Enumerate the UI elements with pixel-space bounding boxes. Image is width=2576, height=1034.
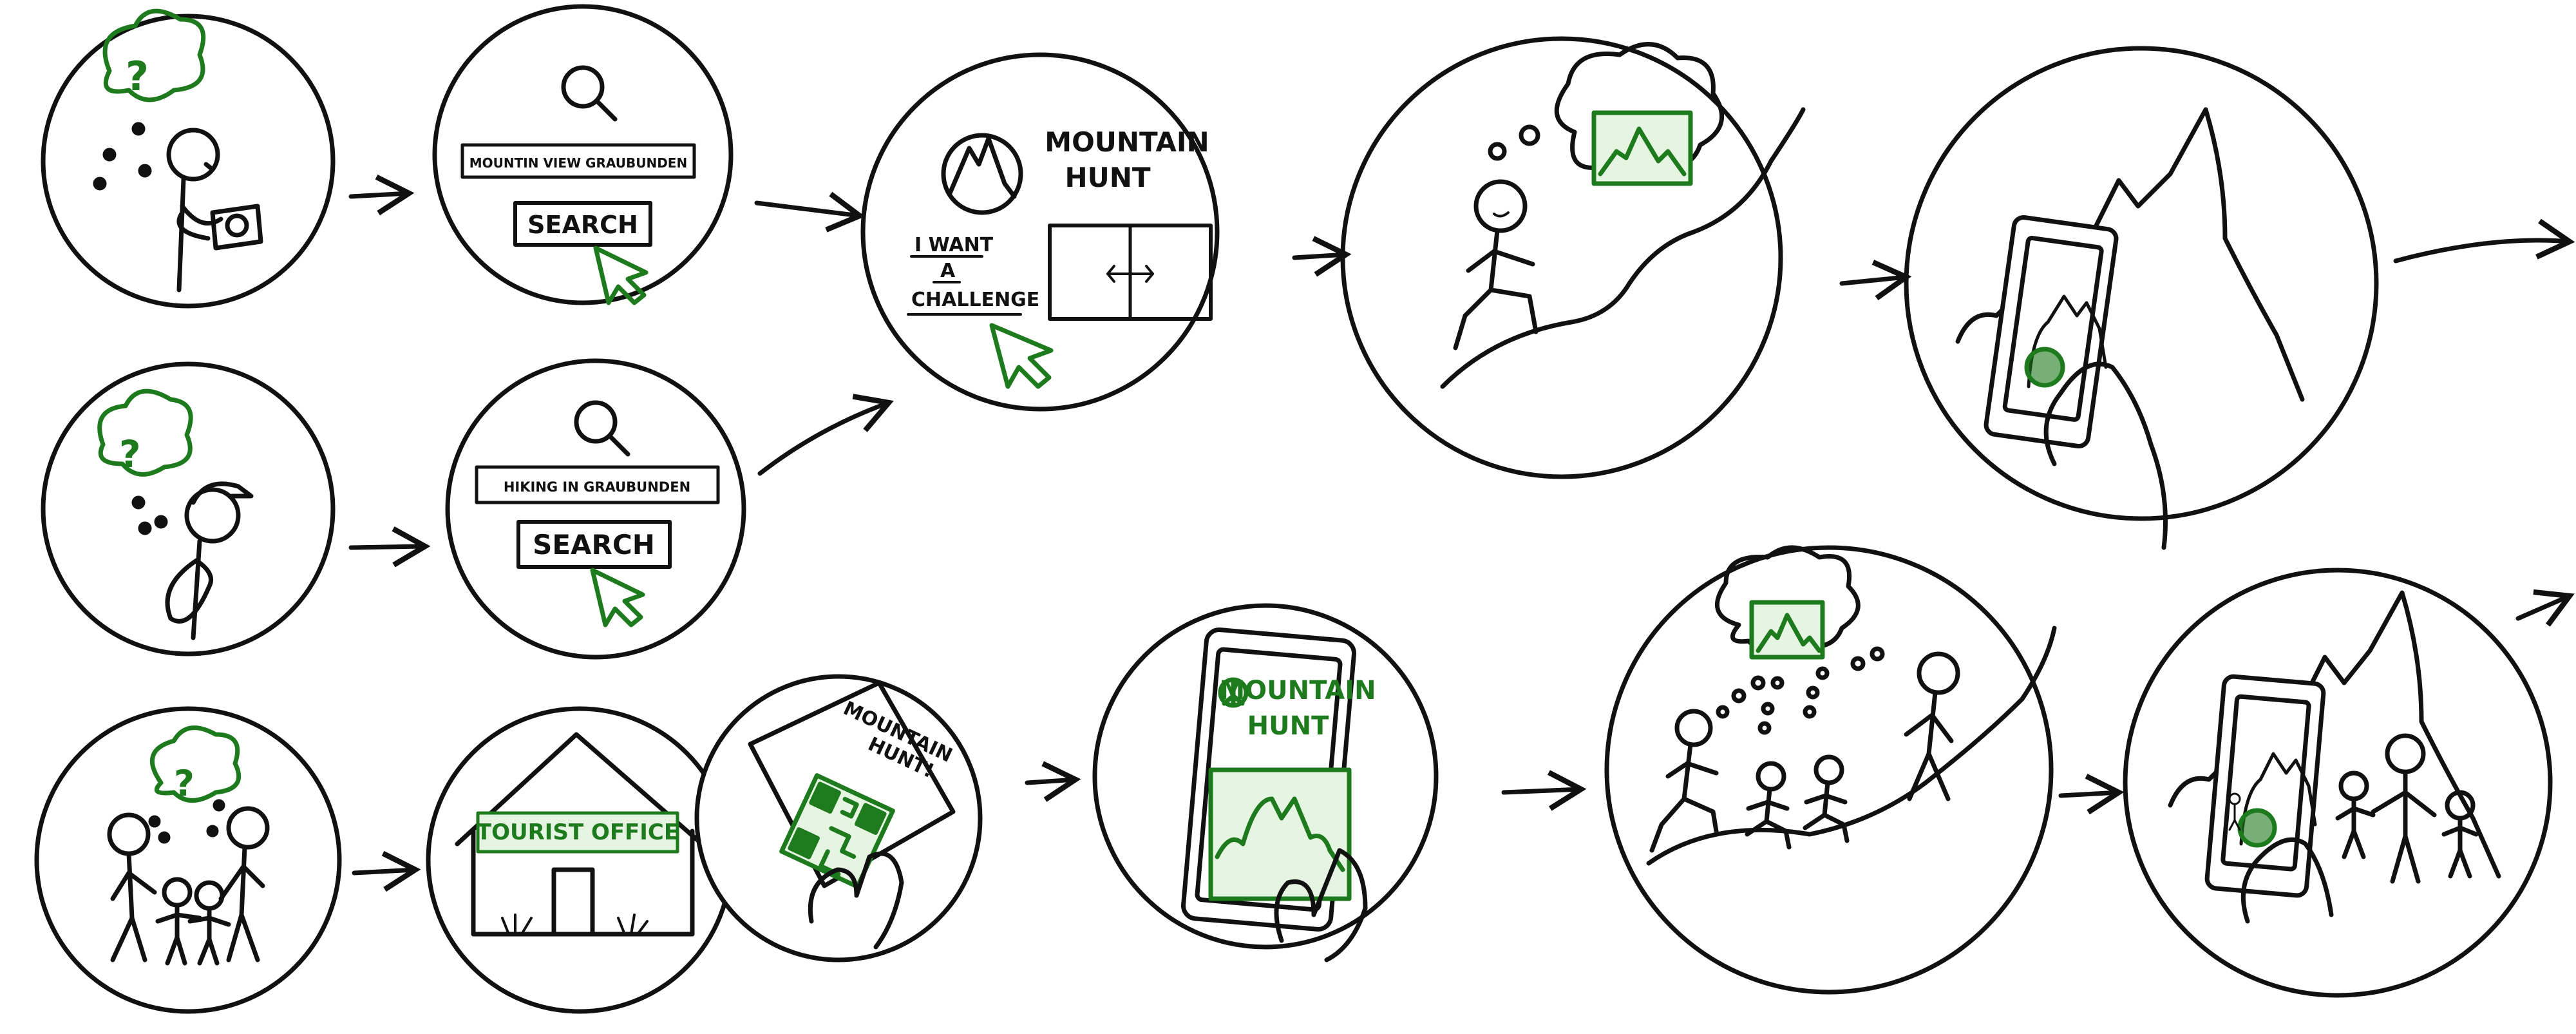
- flow-arrow: [757, 394, 894, 476]
- search-button[interactable]: [516, 520, 672, 569]
- search-query-text: HIKING IN GRAUBUNDEN: [504, 479, 690, 495]
- panel-phone-compare: [1904, 46, 2379, 550]
- panel-search-hiking: HIKING IN GRAUBUNDEN SEARCH: [445, 358, 746, 660]
- search-query-text: MOUNTIN VIEW GRAUBUNDEN: [469, 155, 687, 171]
- camera-icon: [210, 204, 263, 251]
- app-title-line2: HUNT: [1065, 162, 1150, 193]
- flow-arrow: [348, 526, 431, 568]
- panel-hiker-imagining: [1340, 36, 1806, 479]
- photo-icon: [1591, 110, 1693, 186]
- panel-tourist-office: TOURIST OFFICE: [426, 706, 734, 1014]
- search-input[interactable]: [475, 465, 720, 504]
- flow-arrow: [348, 175, 415, 216]
- flow-arrow: [754, 191, 866, 233]
- thought-bubble: ?: [97, 388, 193, 477]
- panel-wondering-hiker: ?: [41, 361, 336, 656]
- challenge-line1: I WANT: [914, 234, 994, 256]
- panel-mountain-hunt-app: MOUNTAIN HUNT I WANT A CHALLENGE: [860, 52, 1220, 412]
- photo-icon: [1749, 600, 1825, 660]
- panel-phone-app: MOUNTAIN HUNT: [1092, 603, 1439, 962]
- search-icon: [574, 400, 630, 457]
- peace-icon: [1218, 677, 1249, 708]
- app-title-line1: MOUNTAIN: [1045, 126, 1209, 158]
- flow-arrow: [1839, 260, 1912, 301]
- panel-wondering-photographer: ?: [41, 8, 336, 309]
- challenge-line2: A: [940, 260, 956, 282]
- flow-arrow: [1025, 761, 1081, 802]
- search-button[interactable]: [513, 201, 652, 247]
- panel-wondering-family: ?: [34, 706, 342, 1014]
- phone-app-title-line1: MOUNTAIN: [1219, 676, 1376, 705]
- flow-arrow: [352, 850, 421, 892]
- thought-bubble: ?: [102, 8, 206, 102]
- phone-app-title-line2: HUNT: [1247, 711, 1329, 741]
- thought-bubble: ?: [149, 725, 242, 804]
- flow-arrow: [2393, 218, 2575, 263]
- mountain-logo-icon: [941, 133, 1023, 215]
- question-mark: ?: [119, 432, 141, 476]
- flow-arrow: [1292, 236, 1352, 277]
- cursor-icon: [989, 323, 1054, 389]
- tourist-office-sign: [476, 811, 679, 854]
- search-icon: [561, 65, 618, 122]
- qr-code-icon: [779, 773, 895, 889]
- cursor-icon: [590, 568, 645, 627]
- panel-family-hiking: [1604, 545, 2057, 995]
- thought-bubble: [1554, 42, 1725, 186]
- question-mark: ?: [174, 763, 194, 804]
- panel-flyer-qr: MOUNTAIN HUNT!: [694, 674, 983, 962]
- door: [551, 867, 595, 937]
- search-button-label: SEARCH: [533, 529, 655, 560]
- flow-arrow: [2515, 589, 2575, 627]
- flow-arrow: [2058, 774, 2125, 815]
- panel-search-mountain-view: MOUNTIN VIEW GRAUBUNDEN SEARCH: [432, 4, 734, 305]
- cursor-icon: [593, 245, 649, 305]
- tourist-office-label: TOURIST OFFICE: [477, 819, 679, 845]
- swipe-arrow-icon: [1106, 265, 1154, 283]
- capture-button-icon: [2024, 347, 2065, 388]
- capture-button-icon: [2237, 808, 2277, 848]
- challenge-line3: CHALLENGE: [911, 289, 1039, 311]
- thought-bubble: [1714, 545, 1861, 660]
- panel-family-photo: [2123, 568, 2553, 998]
- flow-arrow: [1501, 770, 1587, 811]
- question-mark: ?: [126, 53, 149, 100]
- search-input[interactable]: [460, 143, 696, 179]
- search-button-label: SEARCH: [527, 211, 638, 239]
- challenge-toggle[interactable]: [1048, 224, 1213, 321]
